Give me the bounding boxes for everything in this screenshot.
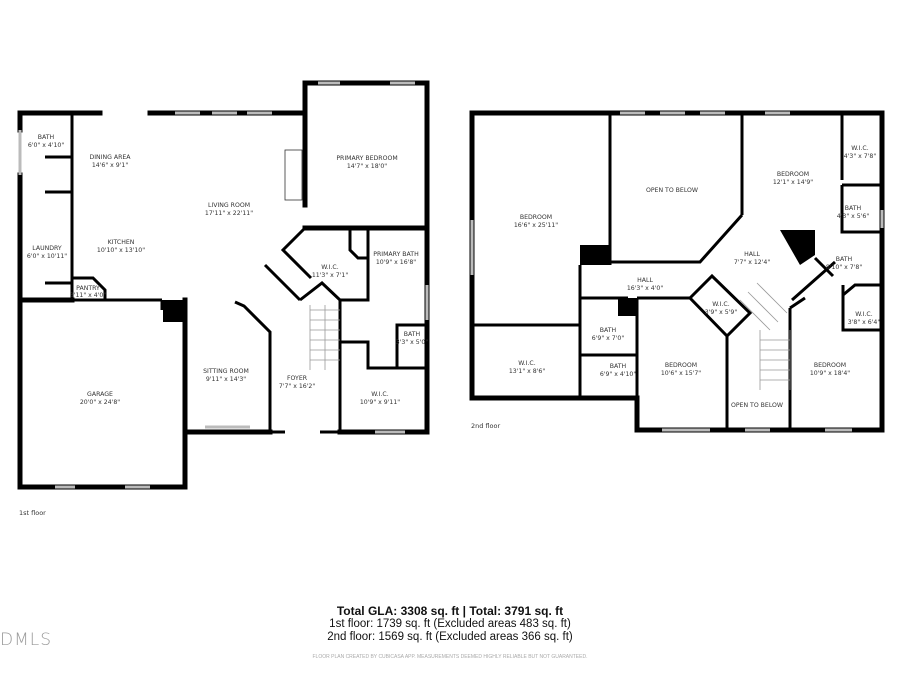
- room-size: 17'11" x 22'11": [205, 210, 253, 217]
- room-size: 11'3" x 7'1": [312, 272, 349, 279]
- room-size: 6'0" x 4'10": [28, 142, 65, 149]
- room-name: BATH: [38, 134, 55, 141]
- room-size: 16'6" x 25'11": [514, 222, 558, 229]
- room-size: 4'3" x 7'8": [844, 153, 877, 160]
- room-size: 3'8" x 6'4": [848, 319, 881, 326]
- room-name: W.I.C.: [321, 264, 338, 271]
- room-size: 8'10" x 7'8": [826, 264, 863, 271]
- room-size: 6'0" x 10'11": [27, 253, 67, 260]
- room-size: 10'10" x 13'10": [97, 247, 145, 254]
- room-size: 13'1" x 8'6": [509, 368, 546, 375]
- room-name: OPEN TO BELOW: [731, 402, 783, 409]
- room-size: 6'9" x 4'10": [600, 371, 637, 378]
- room-name: W.I.C.: [855, 311, 872, 318]
- room-name: PANTRY: [76, 285, 100, 292]
- room-size: 7'7" x 16'2": [279, 383, 316, 390]
- room-name: KITCHEN: [108, 239, 135, 246]
- room-name: BATH: [404, 331, 421, 338]
- floor1-rooms: BATH 6'0" x 4'10" DINING AREA 14'6" x 9'…: [19, 134, 428, 517]
- floor1-area: 1st floor: 1739 sq. ft (Excluded areas 4…: [329, 618, 571, 630]
- room-size: 14'7" x 18'0": [347, 163, 387, 170]
- room-size: 10'9" x 9'11": [360, 399, 400, 406]
- room-name: OPEN TO BELOW: [646, 187, 698, 194]
- room-name: BATH: [836, 256, 853, 263]
- room-size: 10'9" x 18'4": [810, 370, 850, 377]
- room-size: 6'9" x 7'0": [592, 335, 625, 342]
- room-size: 4'3" x 5'6": [837, 213, 870, 220]
- room-name: W.I.C.: [518, 360, 535, 367]
- room-name: PRIMARY BATH: [373, 251, 419, 258]
- room-size: 10'9" x 16'8": [376, 259, 416, 266]
- room-size: 20'0" x 24'8": [80, 399, 120, 406]
- mls-logo: DMLS: [0, 630, 53, 650]
- total-area: Total GLA: 3308 sq. ft | Total: 3791 sq.…: [336, 604, 564, 618]
- room-name: BATH: [845, 205, 862, 212]
- room-size: 14'6" x 9'1": [92, 162, 129, 169]
- room-name: LIVING ROOM: [208, 202, 250, 209]
- room-size: 12'1" x 14'9": [773, 179, 813, 186]
- room-name: BEDROOM: [814, 362, 846, 369]
- room-name: W.I.C.: [712, 301, 729, 308]
- floor2-walls: [469, 110, 885, 433]
- floor2-area: 2nd floor: 1569 sq. ft (Excluded areas 3…: [327, 631, 573, 643]
- room-name: SITTING ROOM: [203, 368, 249, 375]
- room-size: 3'3" x 5'0": [396, 339, 429, 346]
- room-name: BATH: [600, 327, 617, 334]
- room-name: GARAGE: [87, 391, 113, 398]
- room-size: 3'9" x 5'9": [705, 309, 738, 316]
- floor1-walls: [17, 80, 430, 490]
- room-name: HALL: [744, 251, 760, 258]
- room-name: W.I.C.: [371, 391, 388, 398]
- room-size: 7'7" x 12'4": [734, 259, 771, 266]
- room-name: FOYER: [287, 375, 308, 382]
- room-name: HALL: [637, 277, 653, 284]
- room-name: PRIMARY BEDROOM: [336, 155, 397, 162]
- room-size: 9'11" x 14'3": [206, 376, 246, 383]
- room-name: W.I.C.: [851, 145, 868, 152]
- room-size: 16'3" x 4'0": [627, 285, 664, 292]
- floor2-label: 2nd floor: [471, 422, 500, 430]
- room-size: 3'11" x 4'0": [70, 292, 107, 299]
- floor1-label: 1st floor: [19, 509, 46, 517]
- disclaimer: FLOOR PLAN CREATED BY CUBICASA APP. MEAS…: [312, 654, 588, 660]
- room-size: 10'6" x 15'7": [661, 370, 701, 377]
- floor-plan: BATH 6'0" x 4'10" DINING AREA 14'6" x 9'…: [17, 80, 885, 517]
- room-name: BEDROOM: [777, 171, 809, 178]
- room-name: BEDROOM: [520, 214, 552, 221]
- area-summary: Total GLA: 3308 sq. ft | Total: 3791 sq.…: [0, 604, 900, 660]
- room-name: BEDROOM: [665, 362, 697, 369]
- room-name: BATH: [610, 363, 627, 370]
- floor2-rooms: BEDROOM 16'6" x 25'11" OPEN TO BELOW BED…: [471, 145, 880, 430]
- room-name: DINING AREA: [89, 154, 131, 161]
- room-name: LAUNDRY: [32, 245, 62, 252]
